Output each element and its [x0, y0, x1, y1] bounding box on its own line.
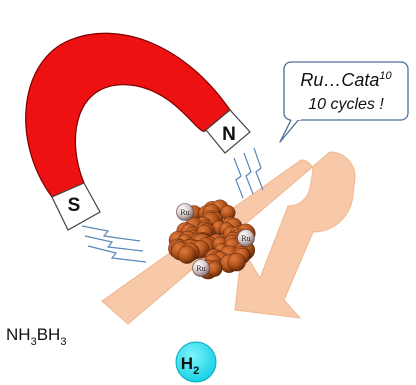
- cycles-callout: Ru…Cata10 10 cycles !: [279, 61, 409, 143]
- callout-pointer: [279, 117, 301, 143]
- callout-line-2: 10 cycles !: [308, 96, 384, 113]
- reactant-part-2: BH: [37, 325, 61, 344]
- magnet-body: [25, 32, 231, 198]
- north-pole-label: N: [222, 124, 236, 145]
- callout-line-1-main: Ru…Cata: [300, 70, 379, 90]
- field-line: [243, 152, 254, 195]
- south-pole-label: S: [68, 195, 81, 216]
- ru-atoms: Ru Ru Ru: [176, 203, 255, 277]
- callout-box: [283, 61, 409, 121]
- ru-atom-label: Ru: [180, 209, 190, 217]
- catalyst-sphere: [177, 245, 196, 264]
- reactant-formula: NH3BH3: [6, 325, 66, 348]
- horseshoe-magnet: S N: [25, 32, 251, 231]
- callout-line-1: Ru…Cata10: [300, 70, 392, 90]
- h2-bubble: [175, 341, 217, 383]
- catalyst-sphere: [227, 252, 246, 272]
- reactant-part-1: NH: [6, 325, 31, 344]
- ru-atom: Ru: [192, 259, 210, 277]
- callout-line-1-sup: 10: [379, 70, 392, 82]
- product-bubble: H2: [175, 341, 217, 383]
- field-line: [87, 245, 147, 263]
- field-line: [81, 225, 141, 242]
- ru-atom-label: Ru: [196, 265, 206, 273]
- product-base: H: [181, 354, 193, 373]
- ru-atom: Ru: [237, 229, 255, 247]
- reactant-sub-1: 3: [31, 336, 37, 348]
- field-line: [233, 157, 244, 199]
- ru-atom-label: Ru: [241, 235, 251, 243]
- field-lines: [81, 147, 264, 263]
- product-sub: 2: [193, 365, 199, 377]
- product-formula: H2: [181, 354, 199, 377]
- field-line: [84, 235, 144, 252]
- south-pole: [51, 182, 101, 231]
- ru-atom: Ru: [176, 203, 194, 221]
- field-line: [253, 147, 264, 191]
- reactant-sub-2: 3: [60, 336, 66, 348]
- north-pole: [205, 109, 251, 154]
